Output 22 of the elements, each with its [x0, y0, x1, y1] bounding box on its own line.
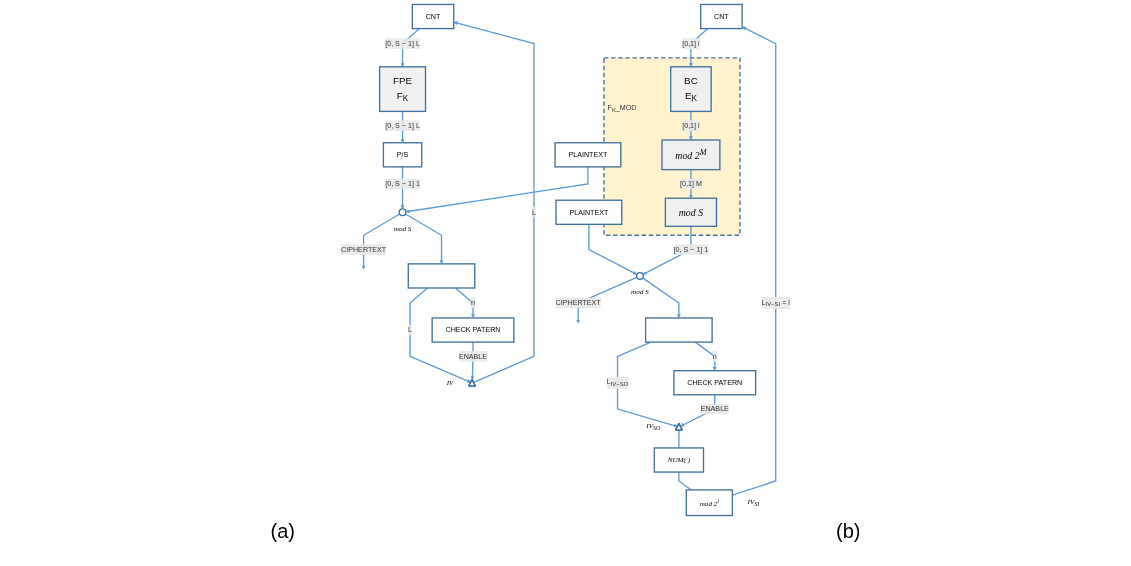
node-box: mod S: [664, 197, 718, 227]
arrow: [454, 287, 475, 319]
arrow: [688, 27, 709, 67]
arrow: [616, 341, 678, 428]
arrow: [694, 341, 717, 371]
node-box: [407, 263, 476, 289]
arrow: [405, 166, 589, 214]
panel-label: (b): [836, 520, 861, 543]
arrow: [409, 287, 472, 383]
connector: [678, 471, 693, 491]
arrow: [642, 277, 681, 319]
arrow: [688, 110, 693, 141]
connector: [678, 429, 680, 449]
node-box: [644, 317, 713, 343]
node-box: FPE F$_{K}$: [378, 66, 427, 113]
panel-label: (a): [270, 520, 295, 543]
node-box: mod 2$^{M}$: [661, 139, 721, 171]
arrow: [588, 223, 638, 275]
arrow: [404, 213, 444, 265]
node-circle: [635, 271, 644, 280]
node-box: BC E$_{K}$: [670, 66, 712, 113]
node-circle: [398, 208, 407, 217]
